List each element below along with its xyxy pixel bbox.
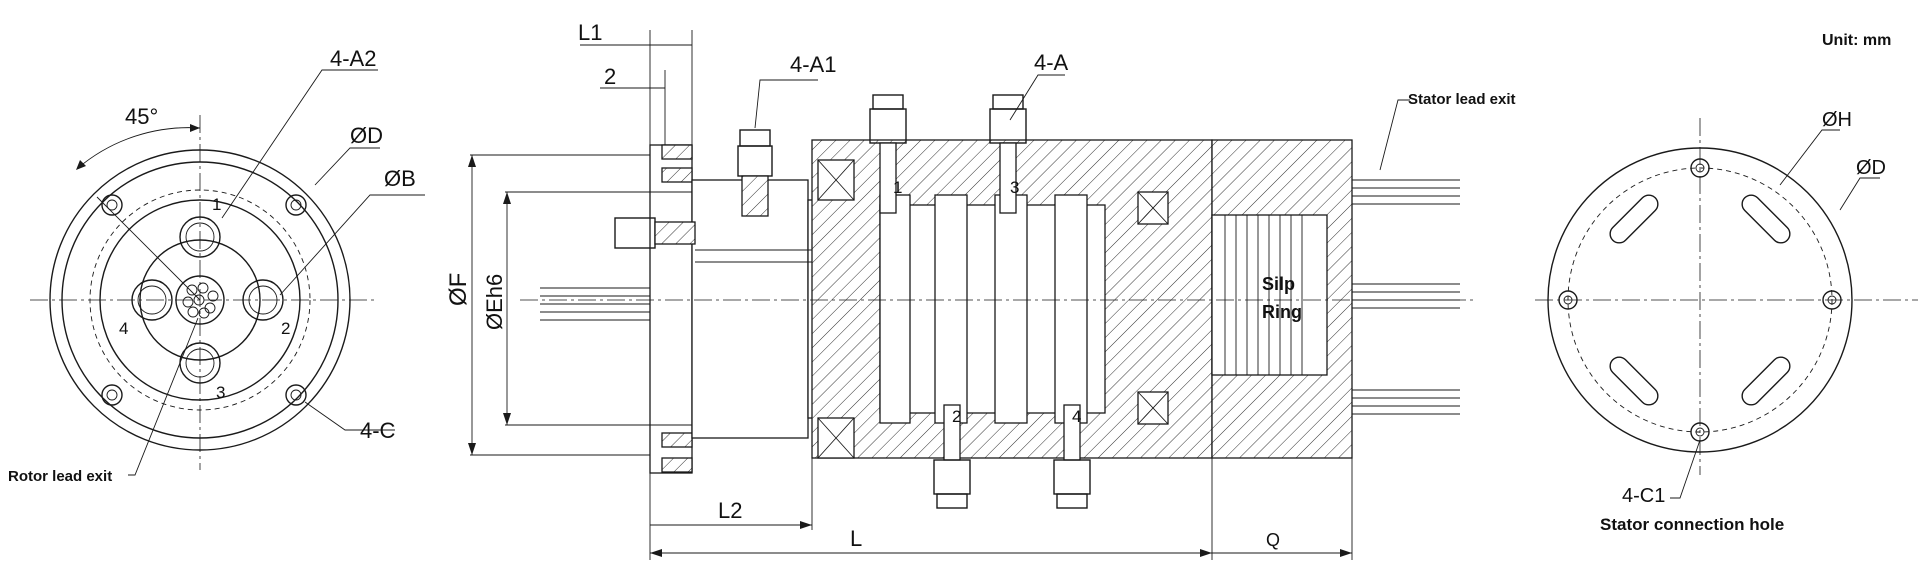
hole-label-4c1: 4-C1	[1622, 485, 1665, 507]
mounting-holes	[101, 194, 307, 406]
hole-label-4c: 4-C	[360, 418, 396, 443]
fitting-a1-horizontal	[614, 217, 656, 249]
port-label-1-side: 1	[893, 178, 902, 197]
stator-leads	[1352, 179, 1460, 415]
angle-ray	[96, 196, 201, 301]
leader-b	[279, 194, 425, 296]
hole-label-4a2: 4-A2	[330, 46, 376, 71]
slip-ring-core	[1211, 214, 1328, 376]
l1-label: L1	[578, 20, 602, 45]
angle-label: 45°	[125, 104, 158, 129]
angle-arrow-head	[190, 124, 200, 132]
port-label-1: 1	[212, 195, 221, 214]
port-label-2: 2	[281, 319, 290, 338]
rotor-lead-exit-label: Rotor lead exit	[8, 468, 112, 485]
bottom-fittings	[933, 404, 1091, 509]
ring-grooves	[879, 194, 1088, 424]
dia-f-label: ØF	[445, 273, 472, 306]
top-fittings	[869, 94, 1027, 214]
rotor-body	[691, 179, 809, 439]
hole-label-4a1: 4-A1	[790, 52, 836, 77]
leader-h	[1779, 129, 1840, 186]
dia-d-label: ØD	[350, 123, 383, 148]
leader-stator-exit	[1379, 99, 1410, 171]
slip-ring-text-1: Silp	[1262, 274, 1295, 294]
flange-hole-top	[661, 144, 693, 160]
port-label-2-side: 2	[952, 407, 961, 426]
l-label: L	[850, 526, 862, 551]
rotor-flange	[649, 144, 693, 474]
leader-c1	[1670, 439, 1701, 499]
stator-connection-hole-label: Stator connection hole	[1600, 515, 1784, 534]
rotor-lead-bundle	[175, 275, 225, 325]
leader-a2	[221, 69, 378, 219]
port-label-4-side: 4	[1072, 407, 1081, 426]
dia-h-label: ØH	[1822, 109, 1852, 131]
dim-2-label: 2	[604, 64, 616, 89]
right-end-view: ØH ØD 4-C1 Stator connection hole	[1535, 109, 1918, 534]
flange-hole-bottom	[661, 457, 693, 473]
angle-arrow-tail	[76, 160, 86, 170]
dia-e-label: ØEh6	[482, 274, 507, 330]
left-end-view: 45° 4-A2 ØD ØB 4-C Rotor lead exit 1 2 3…	[8, 46, 425, 485]
slip-ring-coils	[1224, 215, 1303, 375]
unit-label: Unit: mm	[1822, 32, 1891, 49]
leader-a	[1009, 74, 1065, 121]
slip-ring-text-2: Ring	[1262, 302, 1302, 322]
port-label-4: 4	[119, 319, 128, 338]
stator-lead-exit-label: Stator lead exit	[1408, 91, 1516, 108]
dia-b-label: ØB	[384, 166, 416, 191]
side-section-view: L1 2 4-A1	[445, 20, 1516, 560]
leader-rotor-exit	[128, 317, 199, 476]
leader-d	[314, 147, 380, 186]
leader-c	[304, 401, 395, 431]
dia-d-right-label: ØD	[1856, 157, 1886, 179]
l2-label: L2	[718, 498, 742, 523]
leader-a1	[754, 79, 818, 129]
stator-lead-slots	[1609, 194, 1791, 406]
port-label-3: 3	[216, 383, 225, 402]
hole-label-4a: 4-A	[1034, 50, 1069, 75]
port-holes	[131, 216, 284, 384]
angle-arc-45	[77, 127, 201, 169]
port-label-3-side: 3	[1010, 178, 1019, 197]
leader-d-right	[1839, 177, 1880, 211]
q-label: Q	[1266, 530, 1280, 550]
rotor-leads	[540, 287, 650, 321]
